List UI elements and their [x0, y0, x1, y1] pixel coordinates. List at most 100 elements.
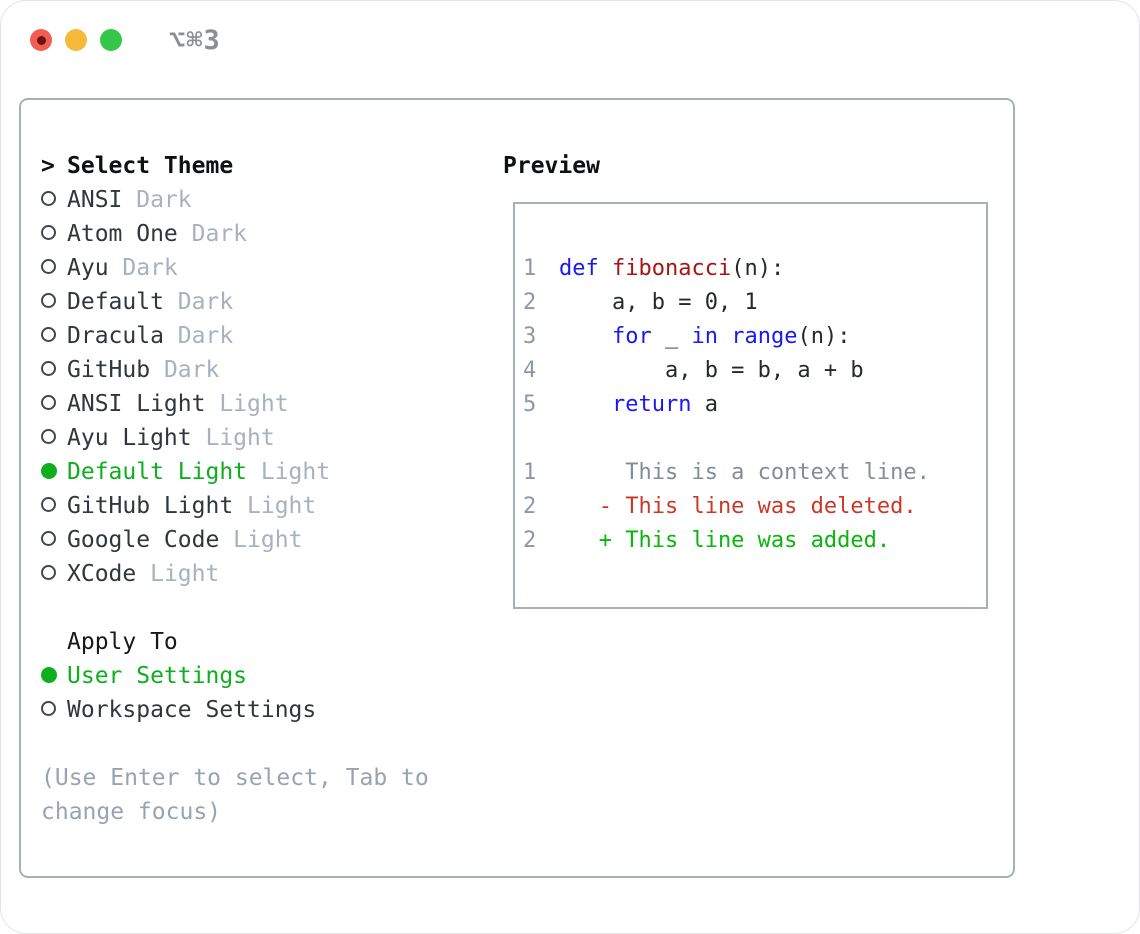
code-line: 2 - This line was deleted. — [523, 490, 976, 524]
section-gap — [41, 727, 491, 761]
option-label: GitHub Light — [67, 493, 234, 519]
radio-unselected-icon — [41, 191, 56, 206]
cursor-prefix: > — [41, 153, 55, 179]
radio-unselected-icon — [41, 565, 56, 580]
apply-to-option[interactable]: User Settings — [41, 659, 491, 693]
line-number: 2 — [523, 528, 537, 553]
code-line: 5 return a — [523, 388, 976, 422]
option-label: Google Code — [67, 527, 220, 553]
line-number: 2 — [523, 494, 537, 519]
option-variant-tag: Light — [219, 527, 303, 553]
zoom-button[interactable] — [100, 29, 122, 51]
theme-option[interactable]: GitHub Dark — [41, 353, 491, 387]
apply-to-option[interactable]: Workspace Settings — [41, 693, 491, 727]
option-label: Ayu — [67, 255, 109, 281]
select-theme-label: Select Theme — [67, 153, 234, 179]
option-variant-tag: Light — [205, 391, 289, 417]
option-variant-tag: Light — [191, 425, 275, 451]
theme-option[interactable]: GitHub Light Light — [41, 489, 491, 523]
preview-header: Preview — [503, 149, 983, 183]
option-variant-tag: Light — [247, 459, 331, 485]
line-number: 1 — [523, 256, 537, 281]
code-text: def fibonacci(n): — [559, 256, 785, 281]
radio-unselected-icon — [41, 497, 56, 512]
radio-unselected-icon — [41, 429, 56, 444]
option-variant-tag: Light — [136, 561, 220, 587]
theme-option[interactable]: Google Code Light — [41, 523, 491, 557]
option-variant-tag: Dark — [108, 255, 178, 281]
radio-selected-icon — [41, 462, 57, 479]
close-modified-dot-icon — [36, 35, 46, 45]
option-label: ANSI — [67, 187, 123, 213]
line-number — [523, 422, 539, 456]
line-number: 1 — [523, 460, 537, 485]
option-label: XCode — [67, 561, 137, 587]
option-label: Default — [67, 289, 164, 315]
code-line: 4 a, b = b, a + b — [523, 354, 976, 388]
option-variant-tag: Light — [233, 493, 317, 519]
traffic-lights — [1, 29, 122, 51]
radio-unselected-icon — [41, 531, 56, 546]
code-line: 2 + This line was added. — [523, 524, 976, 558]
theme-option[interactable]: Atom One Dark — [41, 217, 491, 251]
theme-option[interactable]: ANSI Dark — [41, 183, 491, 217]
theme-option[interactable]: Dracula Dark — [41, 319, 491, 353]
radio-unselected-icon — [41, 395, 56, 410]
option-label: Dracula — [67, 323, 164, 349]
code-line: 1 This is a context line. — [523, 456, 976, 490]
theme-option[interactable]: XCode Light — [41, 557, 491, 591]
preview-label: Preview — [503, 153, 600, 179]
radio-unselected-icon — [41, 293, 56, 308]
apply-to-header: Apply To — [41, 625, 491, 659]
line-number: 3 — [523, 324, 537, 349]
theme-option[interactable]: Ayu Dark — [41, 251, 491, 285]
theme-option[interactable]: Default Light Light — [41, 455, 491, 489]
option-label: Ayu Light — [67, 425, 192, 451]
window-title: ⌥⌘3 — [169, 24, 221, 56]
hint-text: (Use Enter to select, Tab to change focu… — [41, 765, 429, 825]
close-button[interactable] — [30, 29, 52, 51]
apply-to-label: Apply To — [67, 629, 178, 655]
option-variant-tag: Dark — [163, 289, 234, 315]
titlebar: ⌥⌘3 — [1, 1, 1139, 79]
option-variant-tag: Dark — [177, 221, 248, 247]
radio-unselected-icon — [41, 259, 56, 274]
option-variant-tag: Dark — [122, 187, 192, 213]
line-number: 5 — [523, 392, 537, 417]
radio-unselected-icon — [41, 361, 56, 376]
minimize-button[interactable] — [65, 29, 87, 51]
code-text: a, b = b, a + b — [559, 358, 864, 383]
code-text: for _ in range(n): — [611, 324, 851, 349]
option-label: Workspace Settings — [67, 697, 317, 723]
theme-option[interactable]: Default Dark — [41, 285, 491, 319]
radio-selected-icon — [41, 666, 57, 683]
option-label: ANSI Light — [67, 391, 206, 417]
code-line: 3 for _ in range(n): — [523, 320, 976, 354]
theme-option[interactable]: ANSI Light Light — [41, 387, 491, 421]
line-number: 4 — [523, 358, 537, 383]
section-gap — [41, 591, 491, 625]
option-label: User Settings — [67, 663, 248, 689]
code-line: 2 a, b = 0, 1 — [523, 286, 976, 320]
option-label: Atom One — [67, 221, 178, 247]
option-variant-tag: Dark — [163, 323, 234, 349]
option-label: GitHub — [67, 357, 151, 383]
select-theme-header: > Select Theme — [41, 149, 491, 183]
radio-unselected-icon — [41, 225, 56, 240]
code-text: - This line was deleted. — [559, 494, 917, 519]
option-label: Default Light — [67, 459, 248, 485]
code-line — [523, 422, 976, 456]
line-number: 2 — [523, 290, 537, 315]
option-variant-tag: Dark — [150, 357, 220, 383]
radio-unselected-icon — [41, 327, 56, 342]
code-text: return a — [611, 392, 718, 417]
theme-option[interactable]: Ayu Light Light — [41, 421, 491, 455]
code-line: 1 def fibonacci(n): — [523, 252, 976, 286]
